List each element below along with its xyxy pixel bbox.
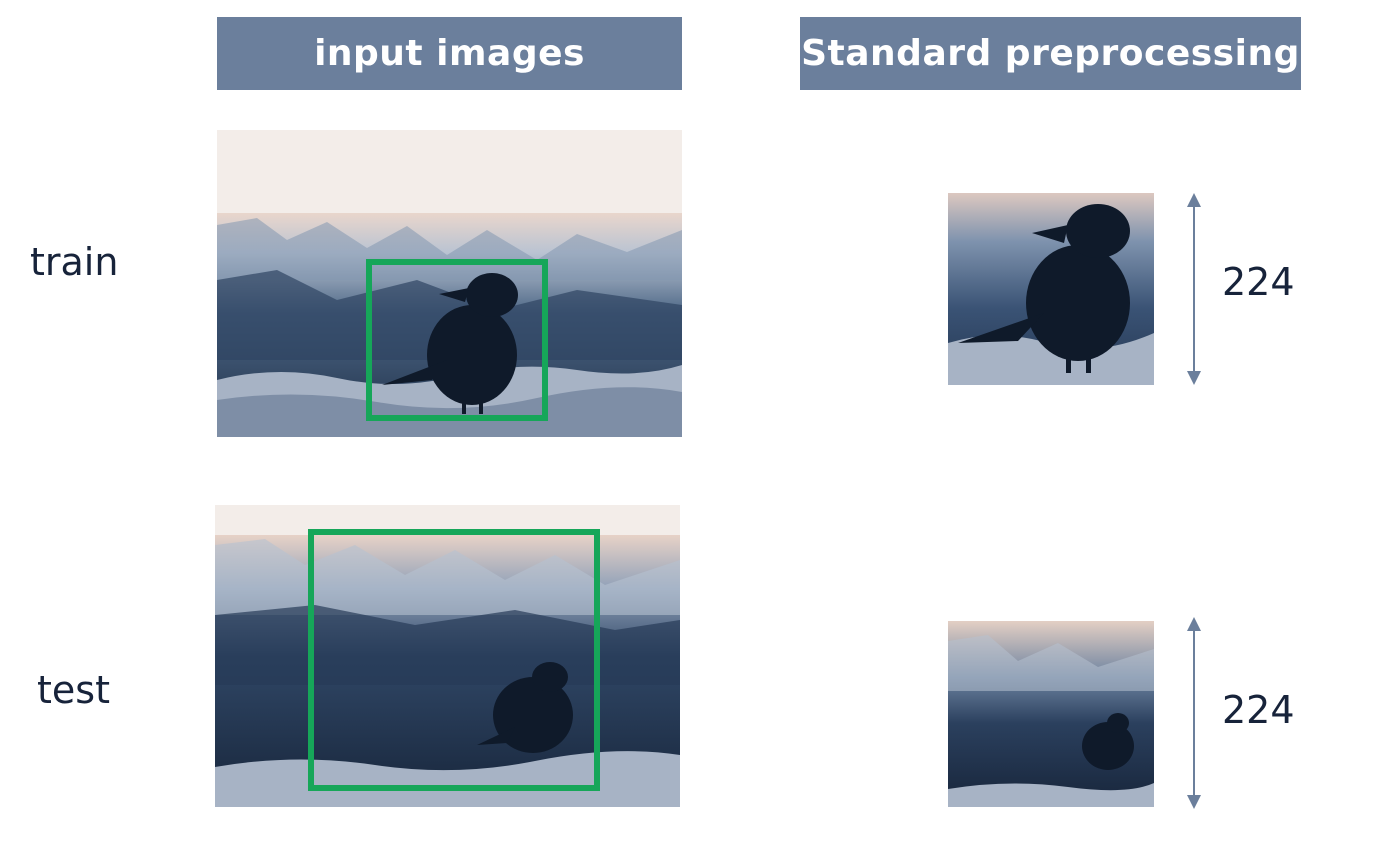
- standard-preprocessing-header-text: Standard preprocessing: [801, 33, 1300, 74]
- raven: [1082, 713, 1134, 770]
- test-height-arrow: [1187, 617, 1201, 809]
- train-crop-box: [366, 259, 548, 421]
- input-images-header: input images: [217, 17, 682, 90]
- rocks: [948, 333, 1154, 385]
- train-input-image: [217, 130, 682, 437]
- test-crop-box: [308, 529, 600, 791]
- train-height-arrow: [1187, 193, 1201, 385]
- rocks: [215, 751, 680, 807]
- arrow-down-icon: [1187, 795, 1201, 809]
- test-size-label: 224: [1222, 688, 1295, 732]
- test-input-image: [215, 505, 680, 807]
- standard-preprocessing-header: Standard preprocessing: [800, 17, 1301, 90]
- arrow-down-icon: [1187, 371, 1201, 385]
- arrow-up-icon: [1187, 193, 1201, 207]
- train-preprocessed-image: [948, 193, 1154, 385]
- train-row-label: train: [30, 240, 119, 284]
- rocks: [948, 783, 1154, 807]
- raven: [958, 204, 1130, 373]
- test-row-label: test: [37, 668, 110, 712]
- input-images-header-text: input images: [314, 33, 585, 74]
- raven: [477, 662, 573, 753]
- arrow-up-icon: [1187, 617, 1201, 631]
- train-size-label: 224: [1222, 260, 1295, 304]
- raven: [382, 273, 518, 414]
- test-preprocessed-image: [948, 621, 1154, 807]
